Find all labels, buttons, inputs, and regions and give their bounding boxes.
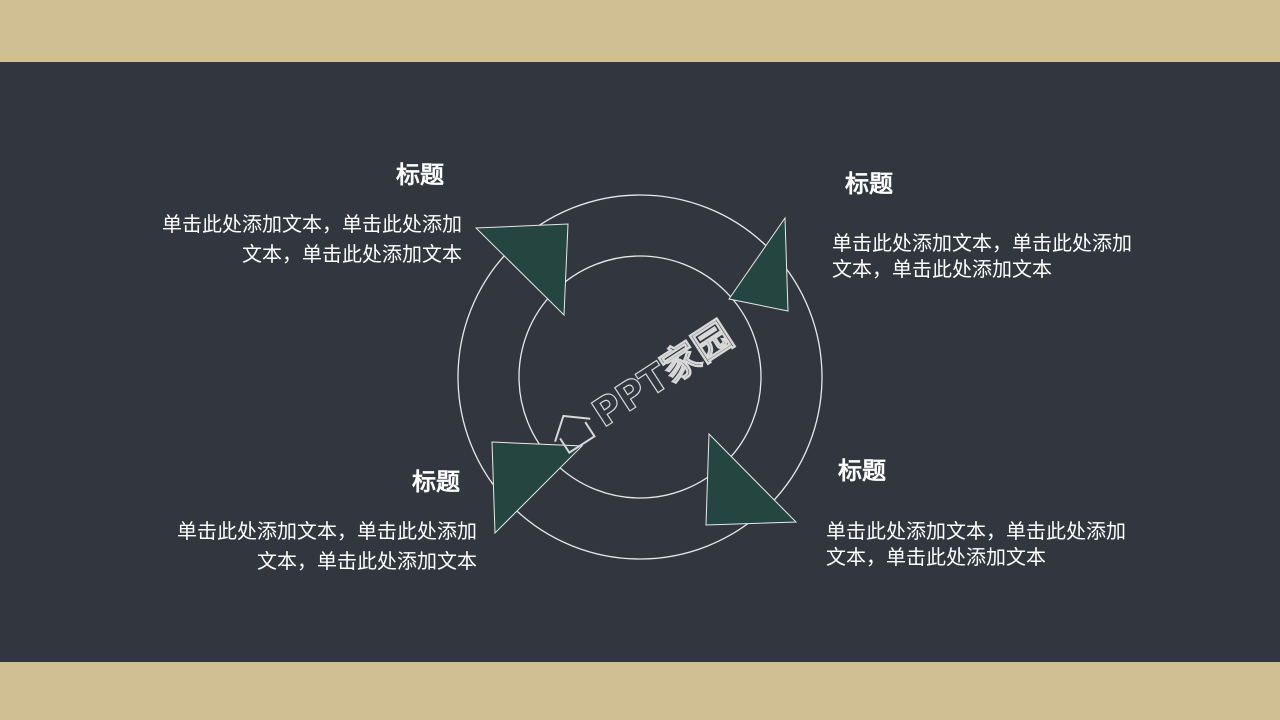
- block-body-bottom-right-line2: 文本，单击此处添加文本: [826, 545, 1046, 569]
- block-body-bottom-right-line1: 单击此处添加文本，单击此处添加: [826, 519, 1126, 543]
- block-body-top-left-line1: 单击此处添加文本，单击此处添加: [162, 212, 462, 236]
- cycle-arrow-bottom-left: [491, 441, 584, 535]
- block-title-top-left: 标题: [396, 161, 444, 189]
- inner-ring: [518, 255, 762, 499]
- bottom-band: [0, 662, 1280, 720]
- block-title-top-right: 标题: [845, 170, 893, 198]
- block-title-bottom-right: 标题: [838, 457, 886, 485]
- content-area: [0, 62, 1280, 662]
- block-body-top-left-line2: 文本，单击此处添加文本: [242, 242, 462, 266]
- top-band: [0, 0, 1280, 62]
- block-body-bottom-left-line2: 文本，单击此处添加文本: [257, 549, 477, 573]
- block-body-top-right-line1: 单击此处添加文本，单击此处添加: [832, 231, 1132, 255]
- block-body-bottom-left-line1: 单击此处添加文本，单击此处添加: [177, 519, 477, 543]
- block-body-top-right-line2: 文本，单击此处添加文本: [832, 257, 1052, 281]
- watermark-text: PPT家园: [584, 313, 740, 436]
- block-title-bottom-left: 标题: [412, 468, 460, 496]
- cycle-arrow-top-right: [728, 216, 789, 312]
- watermark-house-icon: [554, 414, 596, 455]
- outer-ring: [457, 194, 823, 560]
- cycle-arrow-top-left: [474, 223, 569, 317]
- cycle-arrow-bottom-right: [705, 432, 798, 526]
